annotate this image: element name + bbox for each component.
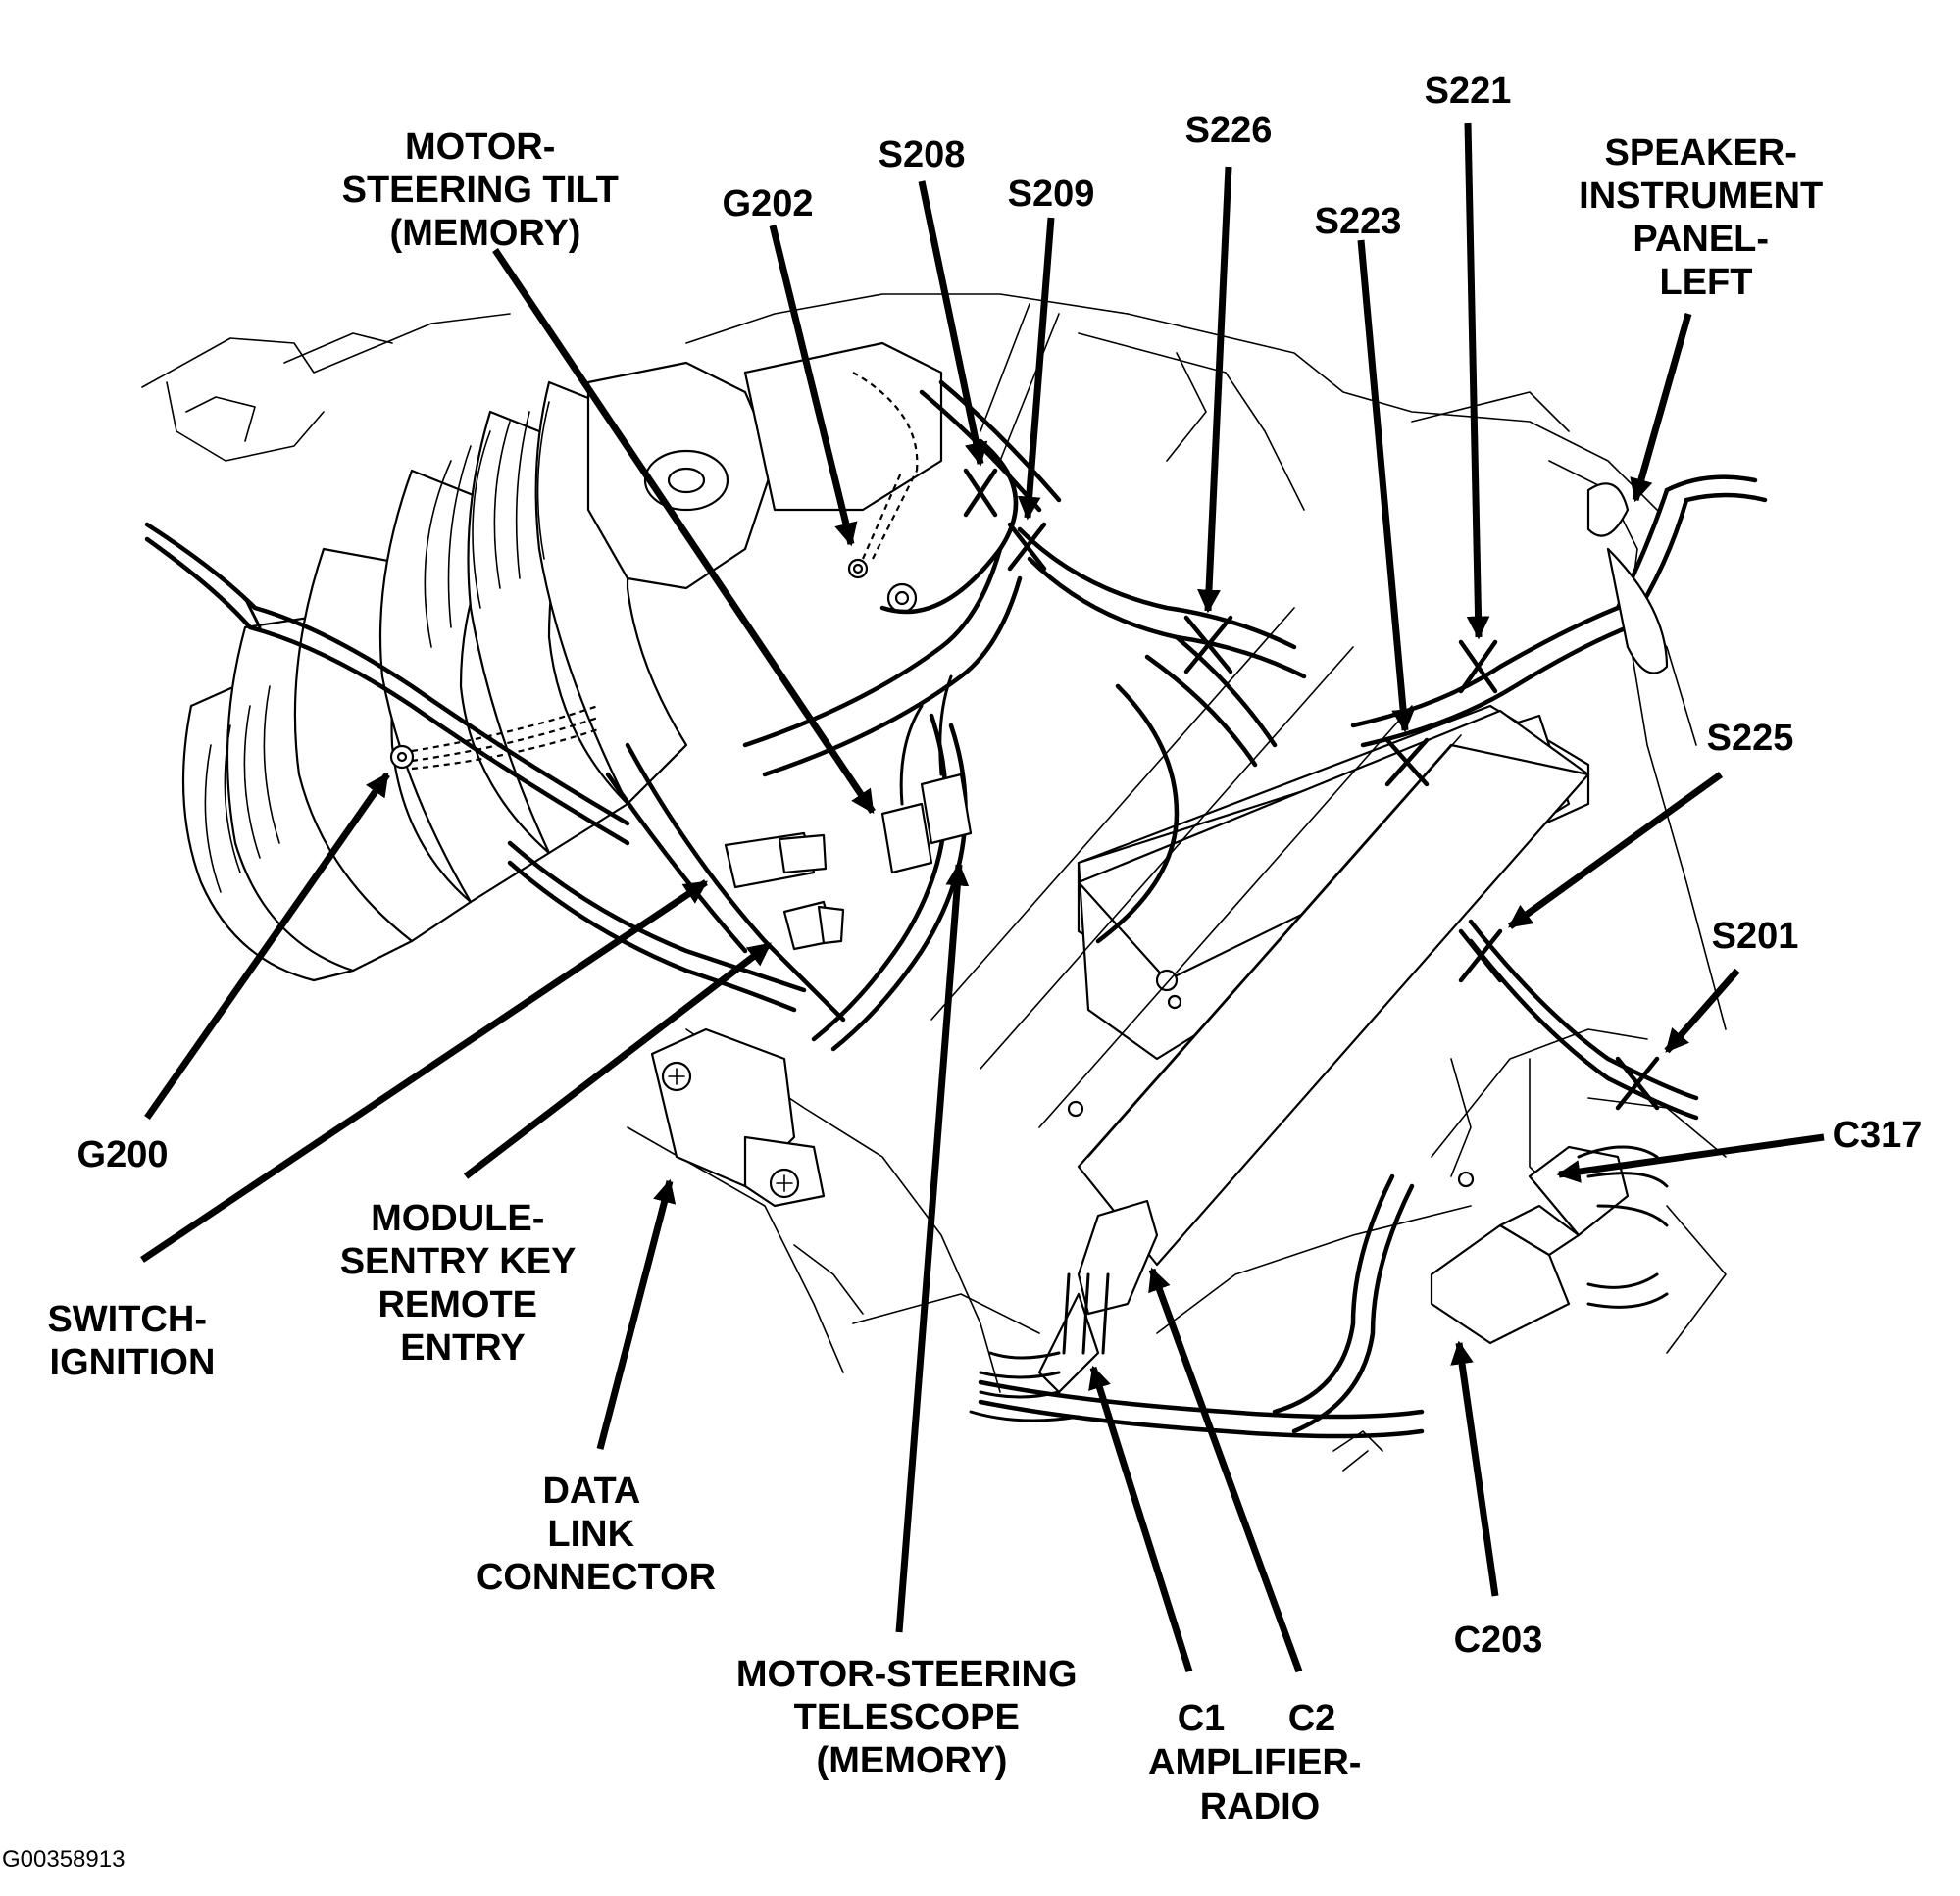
label-s221: S221 xyxy=(1425,71,1512,112)
label-motor-steering-telescope: MOTOR-STEERING TELESCOPE (MEMORY) xyxy=(736,1654,1087,1781)
label-g200: G200 xyxy=(77,1134,169,1175)
leader-c317 xyxy=(1556,1133,1825,1183)
leader-c2 xyxy=(1148,1267,1303,1673)
label-amplifier-radio: AMPLIFIER- RADIO xyxy=(1148,1742,1372,1827)
right-connectors xyxy=(1332,1145,1669,1472)
data-link-connector-bracket xyxy=(650,1027,826,1208)
label-g202: G202 xyxy=(723,183,814,225)
leader-g200 xyxy=(144,772,390,1121)
figure-code: G00358913 xyxy=(2,1846,125,1872)
label-s209: S209 xyxy=(1008,174,1095,215)
leader-c1 xyxy=(1088,1365,1193,1673)
leader-motor-steering-tilt xyxy=(492,248,876,814)
leader-g202 xyxy=(769,225,858,547)
steering-connectors xyxy=(724,674,973,951)
leader-s226 xyxy=(1197,166,1232,614)
label-c1: C1 xyxy=(1178,1698,1226,1739)
label-s208: S208 xyxy=(879,134,966,175)
leader-s225 xyxy=(1507,772,1724,929)
label-motor-steering-tilt: MOTOR- STEERING TILT (MEMORY) xyxy=(342,126,629,254)
leader-s223 xyxy=(1357,239,1415,733)
label-s226: S226 xyxy=(1185,110,1273,151)
label-s201: S201 xyxy=(1712,916,1799,957)
label-c2: C2 xyxy=(1288,1698,1336,1739)
label-s223: S223 xyxy=(1315,201,1402,242)
labels: MOTOR- STEERING TILT (MEMORY) G202 S208 … xyxy=(2,71,1922,1872)
label-module-sentry-key-remote-entry: MODULE- SENTRY KEY REMOTE ENTRY xyxy=(340,1198,586,1369)
label-speaker-instrument-panel-left: SPEAKER- INSTRUMENT PANEL- LEFT xyxy=(1579,132,1834,303)
leader-c203 xyxy=(1450,1340,1499,1597)
label-s225: S225 xyxy=(1707,718,1794,759)
leader-s201 xyxy=(1664,968,1740,1054)
splice-marks xyxy=(963,468,1660,1111)
amplifier-connectors xyxy=(969,1199,1159,1422)
leader-motor-steering-telescope xyxy=(895,862,970,1633)
leader-switch-ignition xyxy=(140,879,708,1263)
label-data-link-connector: DATA LINK CONNECTOR xyxy=(477,1471,716,1598)
leader-arrows xyxy=(140,122,1825,1673)
leader-speaker-left xyxy=(1630,313,1692,503)
leader-data-link-connector xyxy=(596,1178,677,1450)
label-switch-ignition: SWITCH- IGNITION xyxy=(47,1299,217,1383)
leader-s209 xyxy=(1017,217,1055,521)
leader-s208 xyxy=(918,180,988,467)
label-c317: C317 xyxy=(1834,1115,1923,1156)
dashboard-line-art xyxy=(141,293,1768,1472)
label-c203: C203 xyxy=(1454,1620,1543,1661)
leader-s221 xyxy=(1464,122,1490,640)
leader-module-sentry-key xyxy=(463,941,773,1179)
